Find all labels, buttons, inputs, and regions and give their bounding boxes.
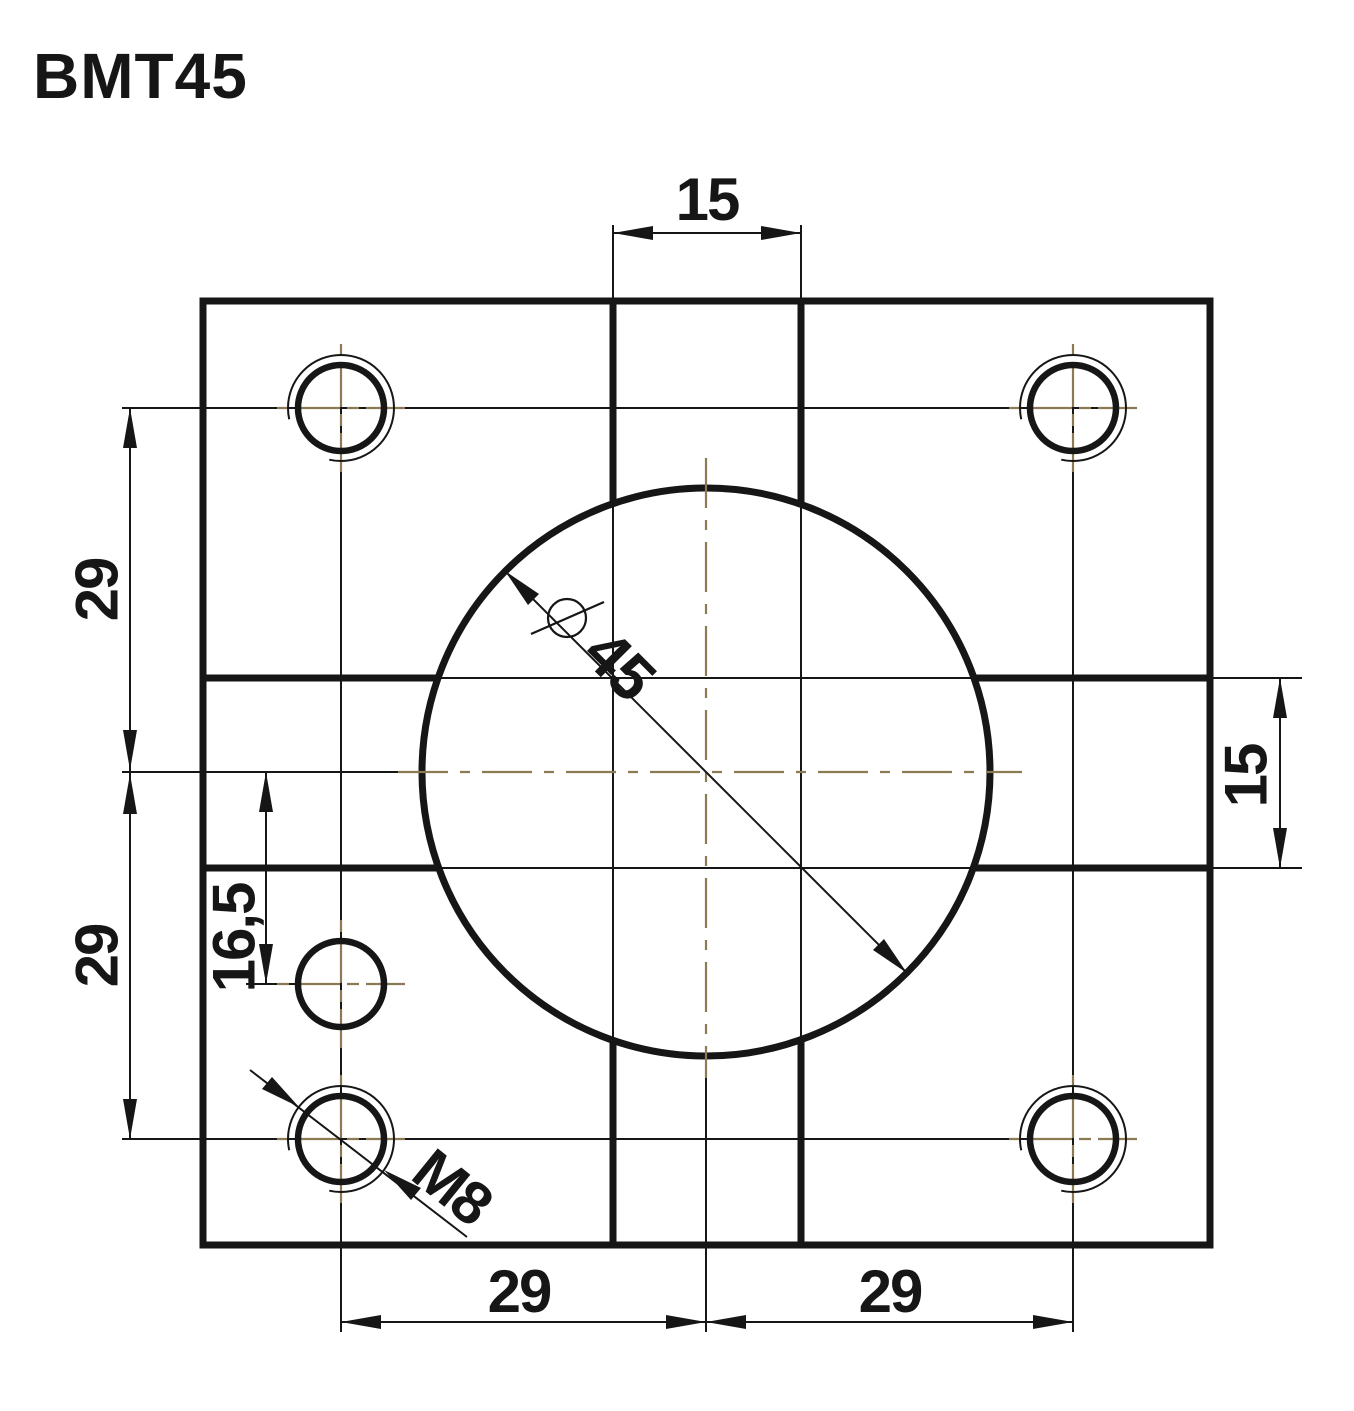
hole-top-left <box>294 361 388 455</box>
arrowhead-right <box>761 226 801 240</box>
mounting-holes <box>287 354 1127 1193</box>
arrowhead-upper-left <box>262 1077 299 1107</box>
arrowhead-bottom <box>123 1099 137 1139</box>
dimension-value: 29 <box>488 1258 551 1325</box>
arrowhead-right <box>666 1315 706 1329</box>
arrowhead-bottom <box>1273 828 1287 868</box>
thread-size-label: M8 <box>400 1136 504 1238</box>
hole-top-right <box>1026 361 1120 455</box>
thread-circle-top-right <box>1019 354 1127 462</box>
thread-circle-bottom-right <box>1019 1085 1127 1193</box>
hole-bottom-left <box>294 1092 388 1186</box>
dimension-value: 45 <box>570 616 669 715</box>
hole-bottom-right <box>1026 1092 1120 1186</box>
dimension-value: 29 <box>64 924 131 987</box>
dimension-top-width: 15 <box>613 166 801 240</box>
dimension-right-slot: 15 <box>1213 678 1287 868</box>
diameter-symbol-slash <box>530 600 605 636</box>
dimension-value: 29 <box>859 1258 922 1325</box>
dimension-value: 15 <box>676 166 739 233</box>
thread-callout: M8 <box>249 1069 505 1238</box>
thread-circle-bottom-left <box>287 1085 395 1193</box>
arrowhead-lower-right <box>873 939 907 973</box>
dimension-left-upper: 29 <box>64 408 137 1139</box>
thread-circle-top-left <box>287 354 395 462</box>
arrowhead-left <box>341 1315 381 1329</box>
dimension-hole-offset: 16,5 <box>201 772 273 992</box>
arrowhead-upper-left <box>505 571 539 605</box>
hole-offset-left <box>294 937 388 1031</box>
arrowhead-left <box>613 226 653 240</box>
diameter-symbol-icon <box>546 597 588 639</box>
plate-outline <box>199 297 1214 1249</box>
dimension-left-lower: 29 <box>64 774 137 1139</box>
dimension-value: 29 <box>64 558 131 621</box>
arrowhead-left <box>706 1315 746 1329</box>
dimension-value: 16,5 <box>201 883 268 992</box>
dimension-line-diagonal <box>504 570 908 974</box>
arrowhead-lower-right <box>384 1170 421 1200</box>
dimension-bottom-right: 29 <box>706 1258 1073 1329</box>
arrowhead-top <box>123 408 137 448</box>
page-title: BMT45 <box>33 40 248 112</box>
arrowhead-right <box>1033 1315 1073 1329</box>
arrowhead-bottom <box>123 730 137 770</box>
dimension-value: 15 <box>1213 744 1280 807</box>
arrowhead-top <box>259 772 273 812</box>
arrowhead-top <box>123 774 137 814</box>
arrowhead-top <box>1273 678 1287 718</box>
arrowhead-bottom <box>259 944 273 984</box>
